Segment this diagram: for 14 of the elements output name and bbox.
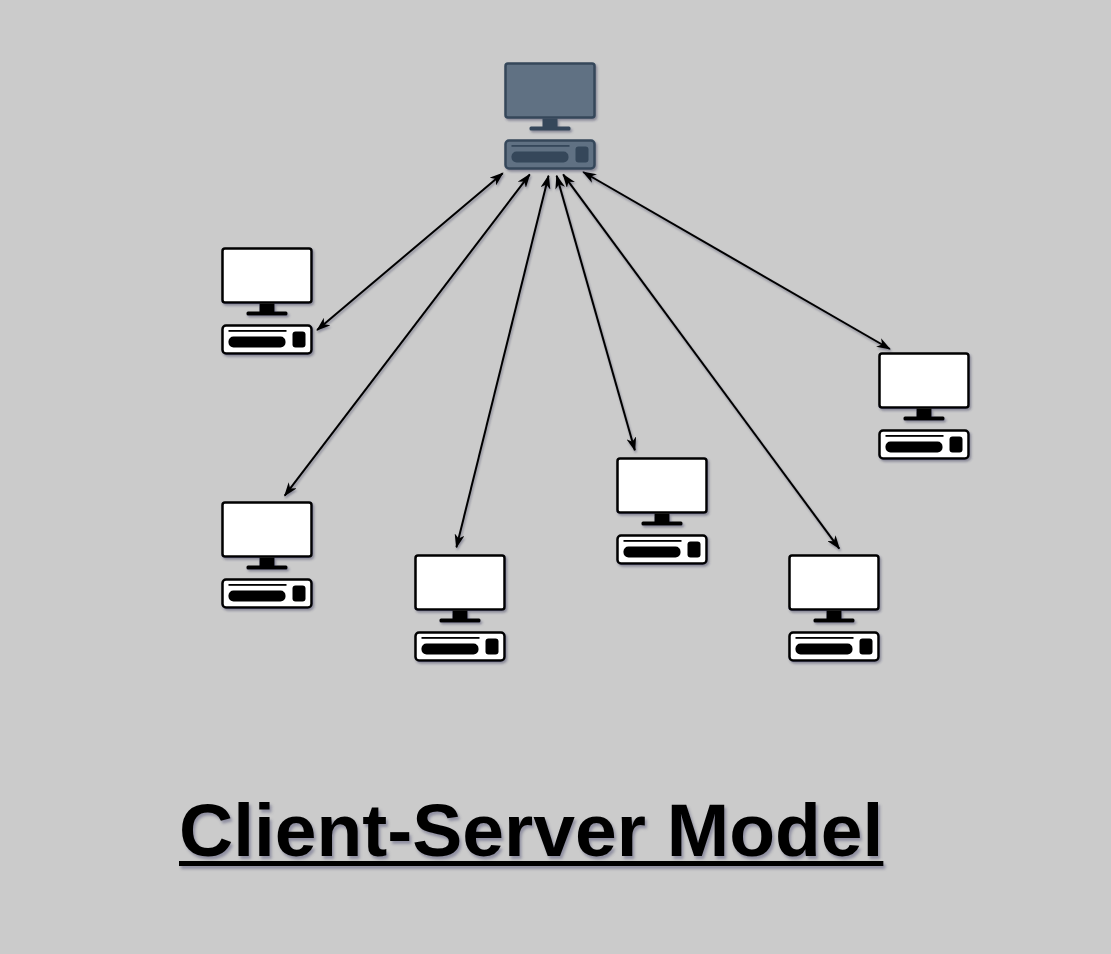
- double-headed-arrow: [582, 171, 891, 350]
- desktop-computer-icon: [503, 61, 598, 172]
- double-headed-arrow: [562, 173, 841, 550]
- double-headed-arrow: [454, 174, 551, 549]
- double-headed-arrow: [316, 172, 504, 331]
- desktop-computer-icon: [220, 500, 315, 611]
- desktop-computer-icon: [413, 553, 508, 664]
- diagram-title: Client-Server Model: [179, 787, 884, 874]
- desktop-computer-icon: [615, 456, 710, 567]
- double-headed-arrow: [555, 174, 637, 452]
- double-headed-arrow: [283, 173, 531, 497]
- desktop-computer-icon: [787, 553, 882, 664]
- desktop-computer-icon: [220, 246, 315, 357]
- desktop-computer-icon: [877, 351, 972, 462]
